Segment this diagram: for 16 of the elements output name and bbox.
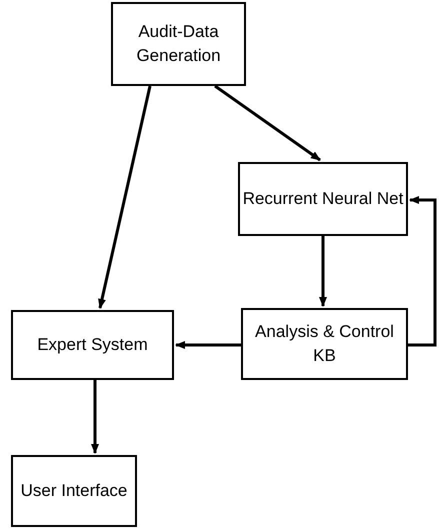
arrow — [408, 196, 436, 346]
arrow — [98, 86, 152, 309]
box-label: Analysis & Control KB — [254, 321, 395, 367]
process-box — [11, 455, 137, 527]
box-label: Audit-Data Generation — [135, 21, 222, 67]
process-box — [241, 308, 408, 380]
arrow — [319, 236, 327, 307]
arrow — [91, 380, 99, 454]
process-box — [111, 2, 246, 86]
arrow — [214, 84, 321, 162]
box-label: Expert System — [37, 334, 148, 356]
process-box — [238, 162, 408, 236]
box-label: Recurrent Neural Net — [242, 188, 404, 210]
process-box — [11, 310, 174, 380]
arrow — [175, 341, 241, 349]
box-label: User Interface — [20, 480, 128, 502]
